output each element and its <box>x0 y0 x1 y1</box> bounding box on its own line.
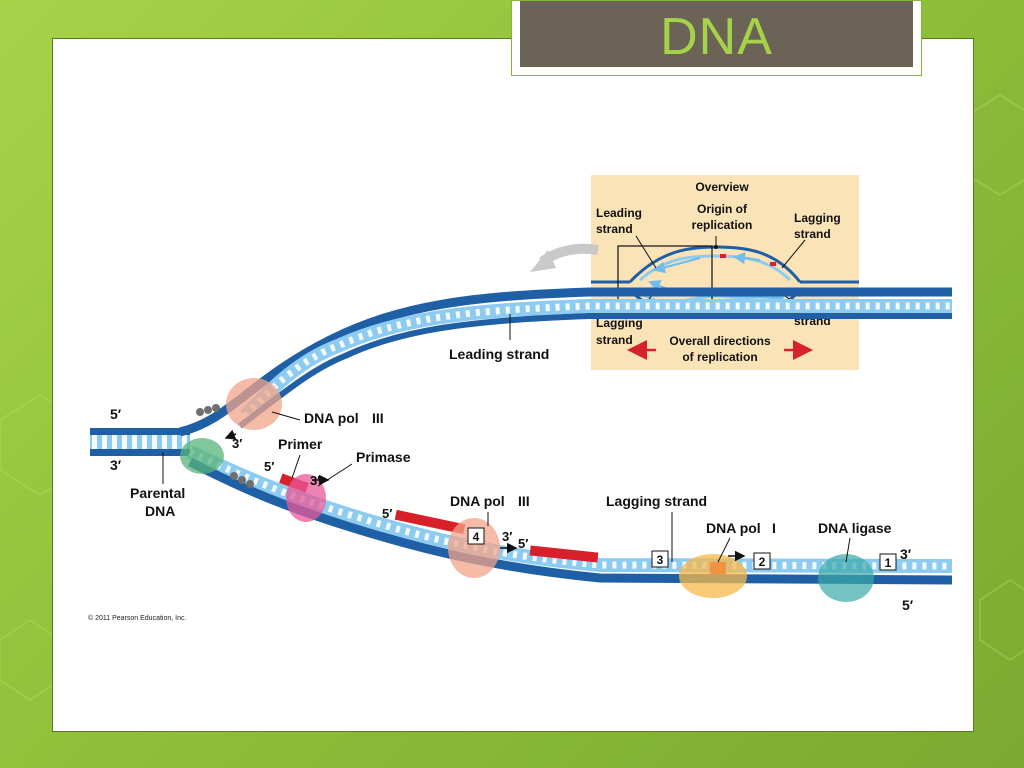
label-parental-1: Parental <box>130 485 185 501</box>
primase <box>286 474 326 522</box>
overview-lagging-bl-2: strand <box>596 333 633 347</box>
label-5-prime-mid: 5′ <box>518 536 528 551</box>
dna-pol-i <box>679 554 747 598</box>
label-dna-pol-i: DNA pol <box>706 520 761 536</box>
label-leading-strand: Leading strand <box>449 346 549 362</box>
label-primase: Primase <box>356 449 411 465</box>
dna-pol-iii-leading <box>226 378 282 430</box>
overview-leading-label-1: Leading <box>596 206 642 220</box>
label-3-prime-left: 3′ <box>110 457 122 473</box>
primer-segment <box>529 545 599 563</box>
label-lagging-strand: Lagging strand <box>606 493 707 509</box>
overview-lagging-bl-1: Lagging <box>596 316 643 330</box>
svg-text:1: 1 <box>885 556 892 570</box>
label-3-prime-right: 3′ <box>900 546 912 562</box>
leading-template-strand <box>178 287 952 437</box>
slide-content-panel <box>52 38 974 732</box>
label-primer: Primer <box>278 436 323 452</box>
label-5-prime-top: 5′ <box>110 406 122 422</box>
directions-label-1: Overall directions <box>669 334 771 348</box>
replication-fork: 4 3 2 1 5′ 3′ Leading strand <box>90 287 953 613</box>
label-roman-i: I <box>772 520 776 536</box>
origin-label-2: replication <box>692 218 753 232</box>
origin-label-1: Origin of <box>697 202 748 216</box>
copyright-notice: © 2011 Pearson Education, Inc. <box>88 615 187 622</box>
label-dna-pol-iii-upper: DNA pol <box>304 410 359 426</box>
dna-pol-iii-lagging <box>448 518 500 578</box>
svg-text:4: 4 <box>473 530 480 544</box>
label-dna-ligase: DNA ligase <box>818 520 892 536</box>
label-3-prime-upper: 3′ <box>232 436 242 451</box>
label-5-prime-primer: 5′ <box>264 459 274 474</box>
label-dna-pol-iii-lower: DNA pol <box>450 493 505 509</box>
lagging-template-strand <box>187 457 953 585</box>
label-roman-iii-lower: III <box>518 493 530 509</box>
label-5-prime-okazaki: 5′ <box>382 506 392 521</box>
label-3-prime-mid: 3′ <box>502 529 512 544</box>
step-box-4: 4 <box>467 527 485 545</box>
single-strand-binding-proteins <box>196 404 254 488</box>
helicase <box>180 438 224 474</box>
label-5-prime-right: 5′ <box>902 597 914 613</box>
overview-lagging-label-1: Lagging <box>794 211 841 225</box>
step-box-3: 3 <box>651 550 669 568</box>
svg-text:2: 2 <box>759 555 766 569</box>
label-3-prime-primer: 3′ <box>310 473 320 488</box>
label-parental-2: DNA <box>145 503 175 519</box>
overview-background <box>591 175 859 370</box>
step-box-1: 1 <box>879 553 897 571</box>
label-roman-iii-upper: III <box>372 410 384 426</box>
overview-leading-label-2: strand <box>596 222 633 236</box>
directions-label-2: of replication <box>682 350 757 364</box>
title-box: DNA <box>511 0 922 76</box>
title-banner: DNA <box>520 1 913 67</box>
dna-ligase <box>818 554 874 602</box>
overview-lagging-label-2: strand <box>794 227 831 241</box>
step-box-2: 2 <box>753 552 771 570</box>
overview-heading: Overview <box>695 180 749 194</box>
overview-inset: Overview Origin of replication Leading s… <box>591 175 859 370</box>
svg-text:3: 3 <box>657 553 664 567</box>
primer-segment <box>394 509 466 535</box>
slide-title: DNA <box>660 8 773 66</box>
